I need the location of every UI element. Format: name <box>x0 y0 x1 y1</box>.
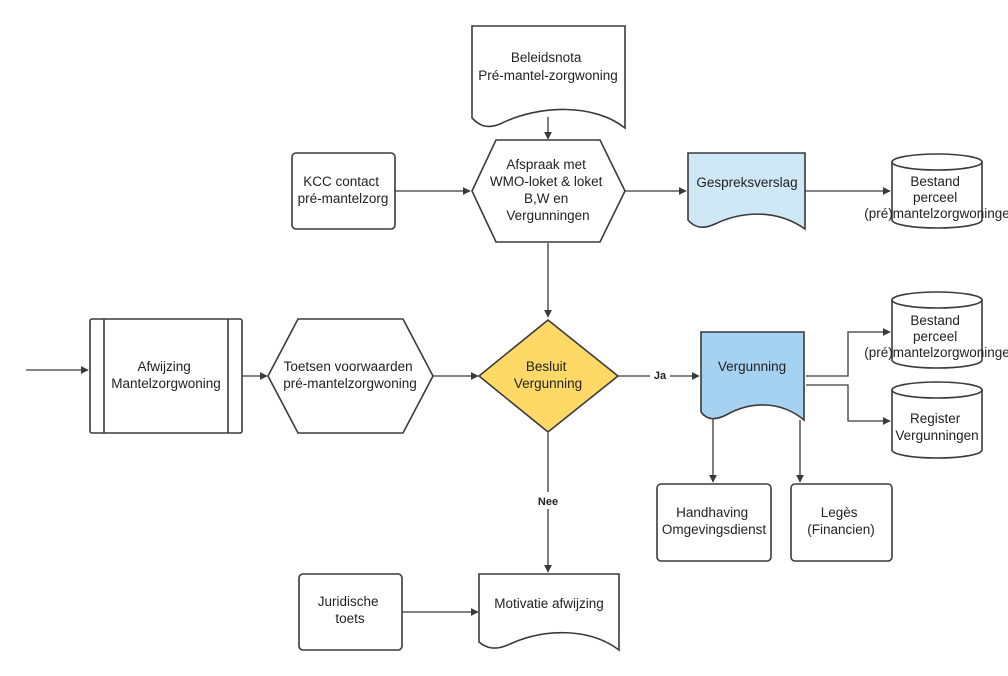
node-besluit-vergunning-label: Besluit Vergunning <box>514 359 582 391</box>
node-handhaving: Handhaving Omgevingsdienst <box>656 483 772 562</box>
node-kcc-contact-label: KCC contact pré-mantelzorg <box>298 174 389 206</box>
node-handhaving-label: Handhaving Omgevingsdienst <box>662 505 767 537</box>
edge-label-nee: Nee <box>538 496 558 508</box>
node-kcc-contact: KCC contact pré-mantelzorg <box>291 152 396 230</box>
node-besluit-vergunning: Besluit Vergunning <box>477 318 620 434</box>
node-beleidsnota: Beleidsnota Pré-mantel-zorgwoning <box>471 25 626 130</box>
node-afwijzing: Afwijzing Mantelzorgwoning <box>89 318 243 434</box>
node-bestand-perceel-1-label: Bestand perceel (pré)mantelzorgwoninge <box>864 174 1008 221</box>
node-vergunning-label: Vergunning <box>718 359 786 374</box>
node-gespreksverslag-label: Gespreksverslag <box>696 175 797 190</box>
node-toetsen-voorwaarden-label: Toetsen voorwaarden pré-mantelzorgwoning <box>283 359 417 391</box>
node-juridische-toets-label: Juridische toets <box>318 594 383 626</box>
node-toetsen-voorwaarden: Toetsen voorwaarden pré-mantelzorgwoning <box>267 318 434 434</box>
node-bestand-perceel-1: Bestand perceel (pré)mantelzorgwoninge <box>864 153 1008 229</box>
node-afspraak-label: Afspraak met WMO-loket & loket B,W en Ve… <box>490 157 606 223</box>
node-motivatie-afwijzing: Motivatie afwijzing <box>478 573 620 652</box>
node-afwijzing-label: Afwijzing Mantelzorgwoning <box>111 359 221 391</box>
edge-vergunning-register <box>806 384 891 425</box>
node-motivatie-afwijzing-label: Motivatie afwijzing <box>494 596 604 611</box>
node-leges-label: Legès (Financien) <box>807 505 875 537</box>
node-register-vergunningen: Register Vergunningen <box>891 381 983 459</box>
node-bestand-perceel-2: Bestand perceel (pré)mantelzorgwoninge <box>864 291 1008 369</box>
edge-vergunning-bestand2 <box>806 328 891 377</box>
node-juridische-toets: Juridische toets <box>298 573 403 651</box>
node-gespreksverslag: Gespreksverslag <box>687 152 806 231</box>
node-beleidsnota-label: Beleidsnota Pré-mantel-zorgwoning <box>478 50 618 83</box>
ja-label-bg <box>650 367 670 383</box>
node-leges: Legès (Financien) <box>790 483 893 562</box>
node-afspraak: Afspraak met WMO-loket & loket B,W en Ve… <box>471 139 626 243</box>
node-bestand-perceel-2-label: Bestand perceel (pré)mantelzorgwoninge <box>864 313 1008 360</box>
node-vergunning: Vergunning <box>700 331 805 422</box>
edge-label-ja: Ja <box>654 370 667 382</box>
nee-label-bg <box>534 492 562 509</box>
node-register-vergunningen-label: Register Vergunningen <box>895 411 978 443</box>
